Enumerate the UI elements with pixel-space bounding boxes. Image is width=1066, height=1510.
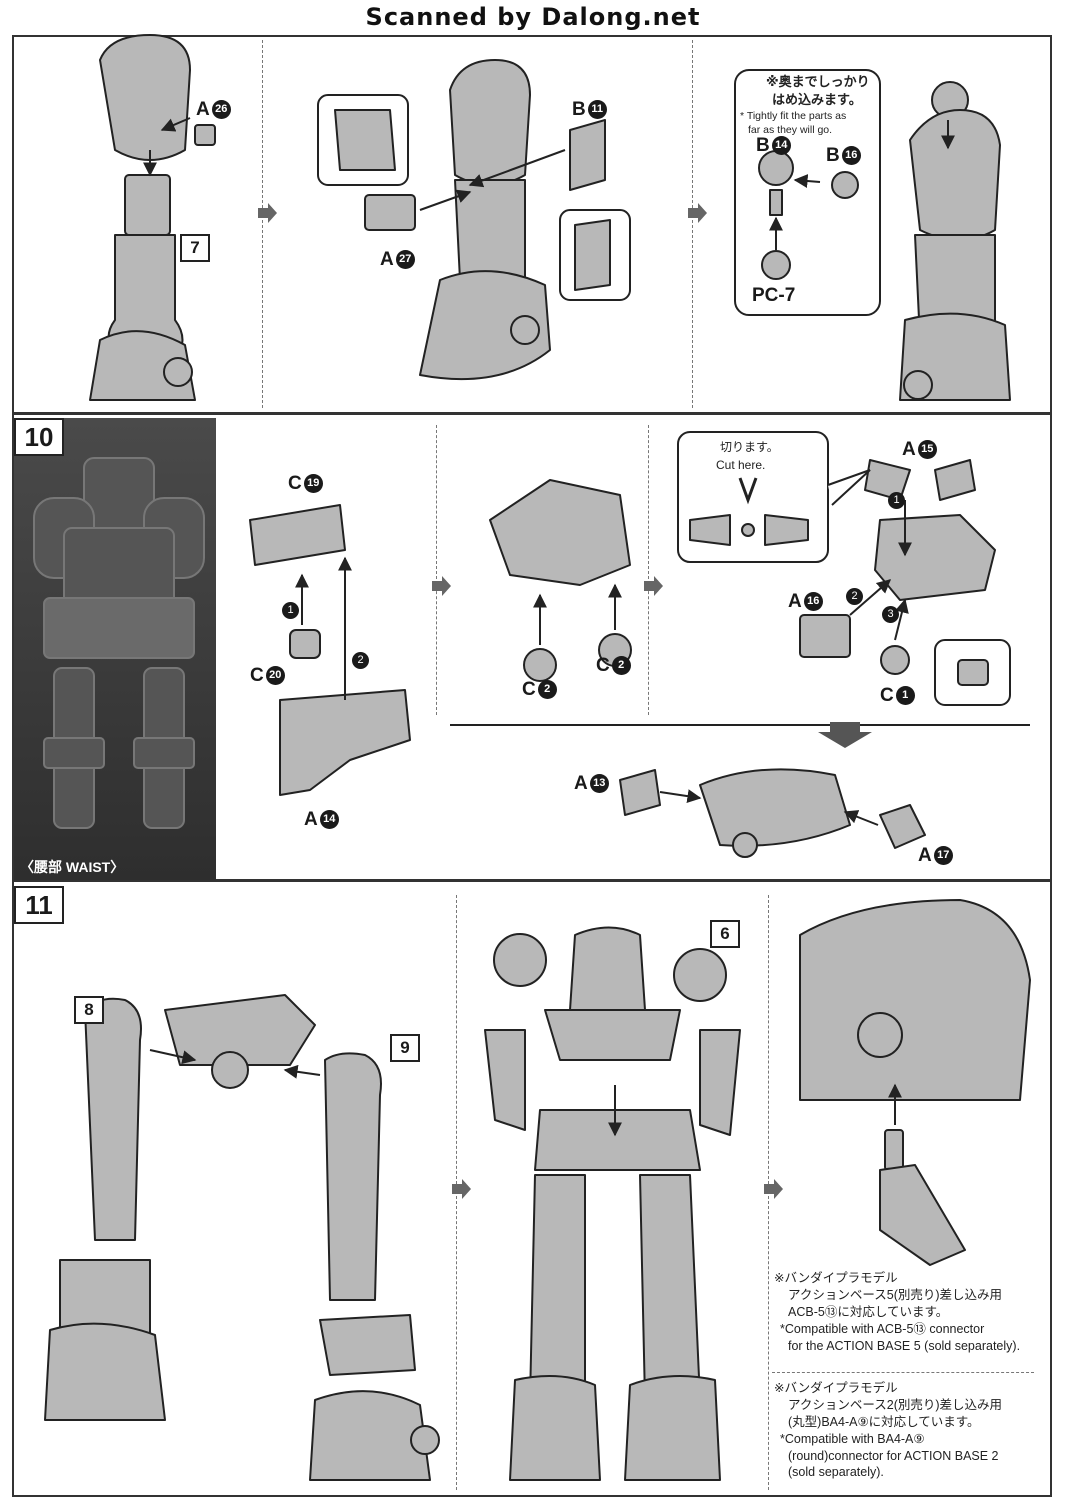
order-step-1b-icon: 1 bbox=[888, 490, 905, 509]
waist-reference-panel bbox=[14, 418, 216, 880]
next-step-arrow-icon bbox=[452, 1179, 471, 1199]
order-step-3-icon: 3 bbox=[882, 604, 899, 623]
next-step-arrow-icon bbox=[644, 576, 663, 596]
next-step-arrow-icon bbox=[688, 203, 707, 223]
action-base-2-note: ※バンダイプラモデル アクションベース2(別売り)差し込み用 (丸型)BA4-A… bbox=[774, 1380, 1002, 1481]
action-base-2-note-en1: *Compatible with BA4-A⑨ bbox=[780, 1431, 925, 1446]
order-step-2-icon: 2 bbox=[352, 650, 369, 669]
waist-section-label: 〈腰部 WAIST〉 bbox=[20, 859, 125, 875]
next-step-arrow-icon bbox=[258, 203, 277, 223]
order-step-1-icon: 1 bbox=[282, 600, 299, 619]
step-number-11: 11 bbox=[14, 886, 64, 924]
action-base-2-note-en2: (round)connector for ACTION BASE 2 bbox=[788, 1448, 999, 1463]
step-number-10: 10 bbox=[14, 418, 64, 456]
step9-separator-1 bbox=[262, 40, 263, 408]
next-step-arrow-icon bbox=[432, 576, 451, 596]
action-base-5-note-en2: for the ACTION BASE 5 (sold separately). bbox=[788, 1338, 1021, 1353]
action-base-2-note-jp3: (丸型)BA4-A⑨に対応しています。 bbox=[788, 1414, 980, 1429]
robot-waist-silhouette bbox=[33, 457, 205, 829]
subassembly-7-badge: 7 bbox=[180, 234, 210, 262]
fit-tip-en-1: * Tightly fit the parts as bbox=[740, 110, 847, 122]
cut-here-en: Cut here. bbox=[716, 458, 766, 472]
fit-tip-en-2: far as they will go. bbox=[748, 124, 833, 136]
action-base-5-note-jp2: アクションベース5(別売り)差し込み用 bbox=[788, 1287, 1003, 1302]
part-label-pc7: PC-7 bbox=[752, 285, 796, 306]
fit-tip-jp-1: ※奥までしっかり bbox=[766, 74, 870, 89]
page-frame bbox=[12, 35, 1052, 1497]
action-base-2-note-en3: (sold separately). bbox=[788, 1465, 884, 1480]
subassembly-9-badge: 9 bbox=[390, 1034, 420, 1062]
section-divider-9-10 bbox=[12, 412, 1052, 415]
step10-separator-2 bbox=[648, 425, 649, 715]
action-base-2-note-jp2: アクションベース2(別売り)差し込み用 bbox=[788, 1397, 1003, 1412]
order-step-2b-icon: 2 bbox=[846, 586, 863, 605]
action-base-5-note-jp1: ※バンダイプラモデル bbox=[774, 1271, 898, 1285]
subassembly-6-badge: 6 bbox=[710, 920, 740, 948]
step10-separator-1 bbox=[436, 425, 437, 715]
section-divider-10-11 bbox=[12, 879, 1052, 882]
scan-credit-header: Scanned by Dalong.net bbox=[0, 0, 1066, 34]
next-step-arrow-icon bbox=[764, 1179, 783, 1199]
action-base-5-note-jp3: ACB-5⑬に対応しています。 bbox=[788, 1304, 949, 1319]
fit-tip-jp-2: はめ込みます。 bbox=[772, 92, 862, 107]
scan-credit-text: Scanned by Dalong.net bbox=[365, 3, 701, 31]
notes-divider bbox=[772, 1372, 1034, 1373]
cut-here-jp: 切ります。 bbox=[720, 440, 779, 454]
action-base-5-note-en1: *Compatible with ACB-5⑬ connector bbox=[780, 1321, 985, 1336]
action-base-2-note-jp1: ※バンダイプラモデル bbox=[774, 1381, 898, 1395]
subassembly-8-badge: 8 bbox=[74, 996, 104, 1024]
action-base-5-note: ※バンダイプラモデル アクションベース5(別売り)差し込み用 ACB-5⑬に対応… bbox=[774, 1270, 1020, 1354]
step9-separator-2 bbox=[692, 40, 693, 408]
